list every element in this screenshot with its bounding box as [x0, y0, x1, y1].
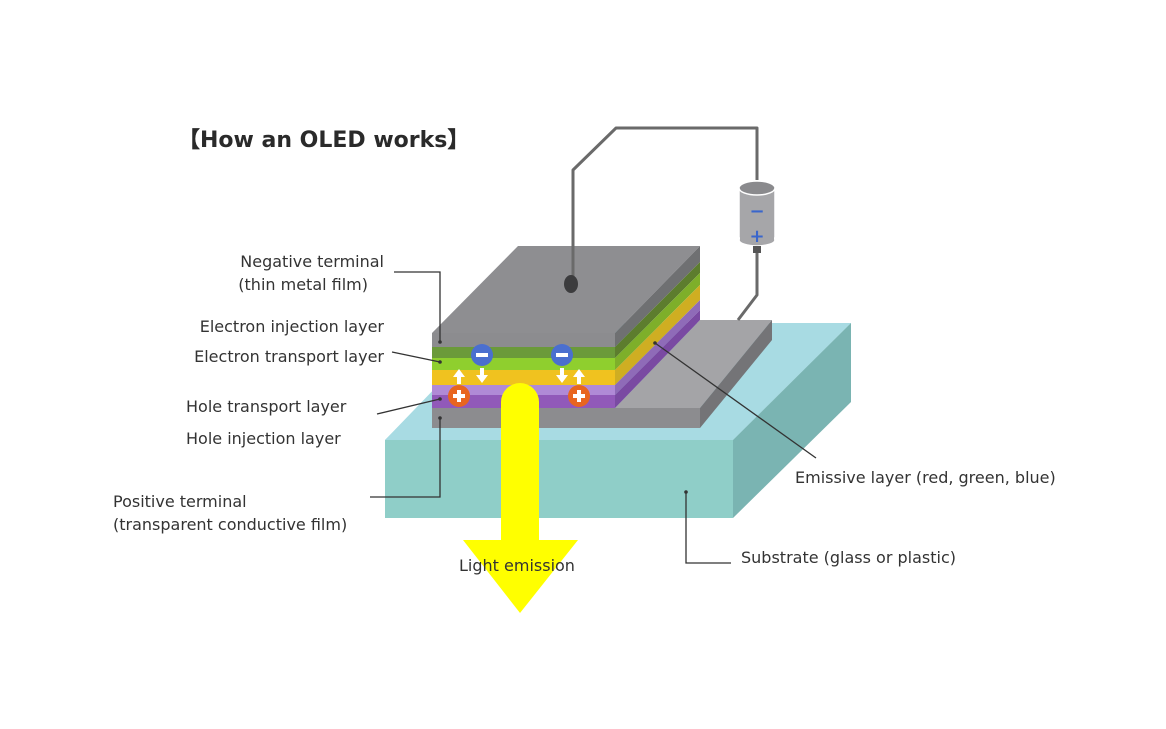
arrow-up-icon: [453, 369, 465, 384]
battery-minus: −: [749, 201, 764, 222]
label-hole-transport: Hole transport layer: [186, 397, 347, 416]
wire-negative: [571, 126, 759, 283]
plate-front-face: [432, 408, 700, 428]
layer-negative-terminal: [432, 333, 615, 347]
layer-emissive: [432, 370, 615, 385]
leader-substrate: [685, 492, 731, 564]
side-layer-electron-transport: [615, 273, 700, 370]
leader-positive-terminal: [370, 418, 441, 498]
light-shaft: [501, 383, 539, 540]
substrate-side-face: [733, 323, 851, 518]
hole: [448, 385, 470, 407]
light-emission-arrow: [463, 383, 578, 613]
arrow-up-icon: [573, 369, 585, 384]
substrate-front-face: [385, 440, 733, 518]
label-emissive-layer: Emissive layer (red, green, blue): [795, 468, 1056, 487]
leader-lines: [370, 271, 817, 564]
leader-hole-transport: [376, 398, 441, 415]
electron: [471, 344, 493, 366]
carrier-arrows: [453, 368, 585, 384]
charge-carriers: [448, 344, 590, 407]
arrow-down-icon: [556, 368, 568, 383]
label-negative-terminal: Negative terminal: [240, 252, 384, 271]
leader-emissive-layer: [654, 342, 817, 459]
label-light-emission: Light emission: [459, 556, 575, 575]
label-positive-terminal-sub: (transparent conductive film): [113, 515, 347, 534]
side-layer-emissive: [615, 285, 700, 385]
positive-terminal-plate: [432, 320, 772, 428]
electron: [551, 344, 573, 366]
light-arrowhead: [463, 540, 578, 613]
side-layer-electron-injection: [615, 262, 700, 358]
side-layer-hole-injection: [615, 310, 700, 408]
oled-stack: [432, 246, 700, 408]
diagram-title: 【How an OLED works】: [178, 128, 469, 153]
wire-positive: [736, 252, 759, 321]
label-substrate: Substrate (glass or plastic): [741, 548, 956, 567]
battery-icon: − +: [738, 180, 776, 253]
side-layer-negative-terminal: [615, 246, 700, 347]
hole: [568, 385, 590, 407]
layer-electron-transport: [432, 358, 615, 370]
circuit: − +: [564, 126, 776, 321]
plate-side-face: [700, 320, 772, 428]
side-layer-hole-transport: [615, 300, 700, 395]
layer-electron-injection: [432, 347, 615, 358]
contact-point: [564, 275, 578, 293]
plate-top-face: [615, 320, 772, 408]
label-hole-injection: Hole injection layer: [186, 429, 341, 448]
leader-electron-transport: [391, 351, 441, 363]
battery-plus: +: [749, 226, 764, 247]
leader-negative-terminal: [394, 271, 441, 342]
label-negative-terminal-sub: (thin metal film): [238, 275, 368, 294]
label-positive-terminal: Positive terminal: [113, 492, 247, 511]
label-electron-injection: Electron injection layer: [200, 317, 385, 336]
arrow-down-icon: [476, 368, 488, 383]
label-electron-transport: Electron transport layer: [194, 347, 384, 366]
